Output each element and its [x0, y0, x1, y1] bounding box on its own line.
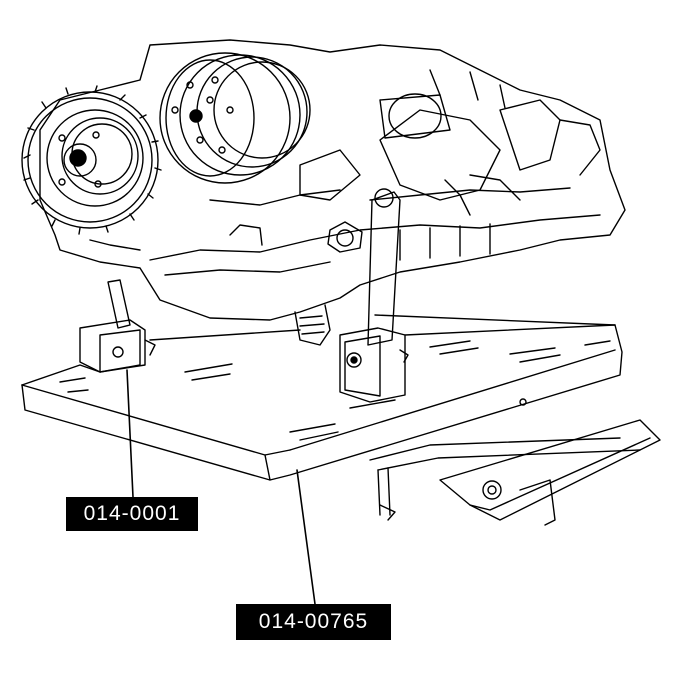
- stand-plate: [21, 314, 623, 481]
- oil-pan: [294, 304, 331, 346]
- crankshaft-sprocket: [21, 85, 162, 235]
- stand-frame: [369, 419, 661, 526]
- right-support-arm: [339, 188, 409, 403]
- leader-line-engine-support: [126, 369, 134, 498]
- callout-label-engine-support: 014-0001: [66, 497, 198, 531]
- left-support-bracket: [79, 279, 156, 373]
- leader-line-stand-plate: [296, 469, 316, 605]
- engine-block: [39, 39, 626, 321]
- callout-label-stand-plate: 014-00765: [236, 604, 391, 640]
- compressor-pulley: [159, 52, 311, 184]
